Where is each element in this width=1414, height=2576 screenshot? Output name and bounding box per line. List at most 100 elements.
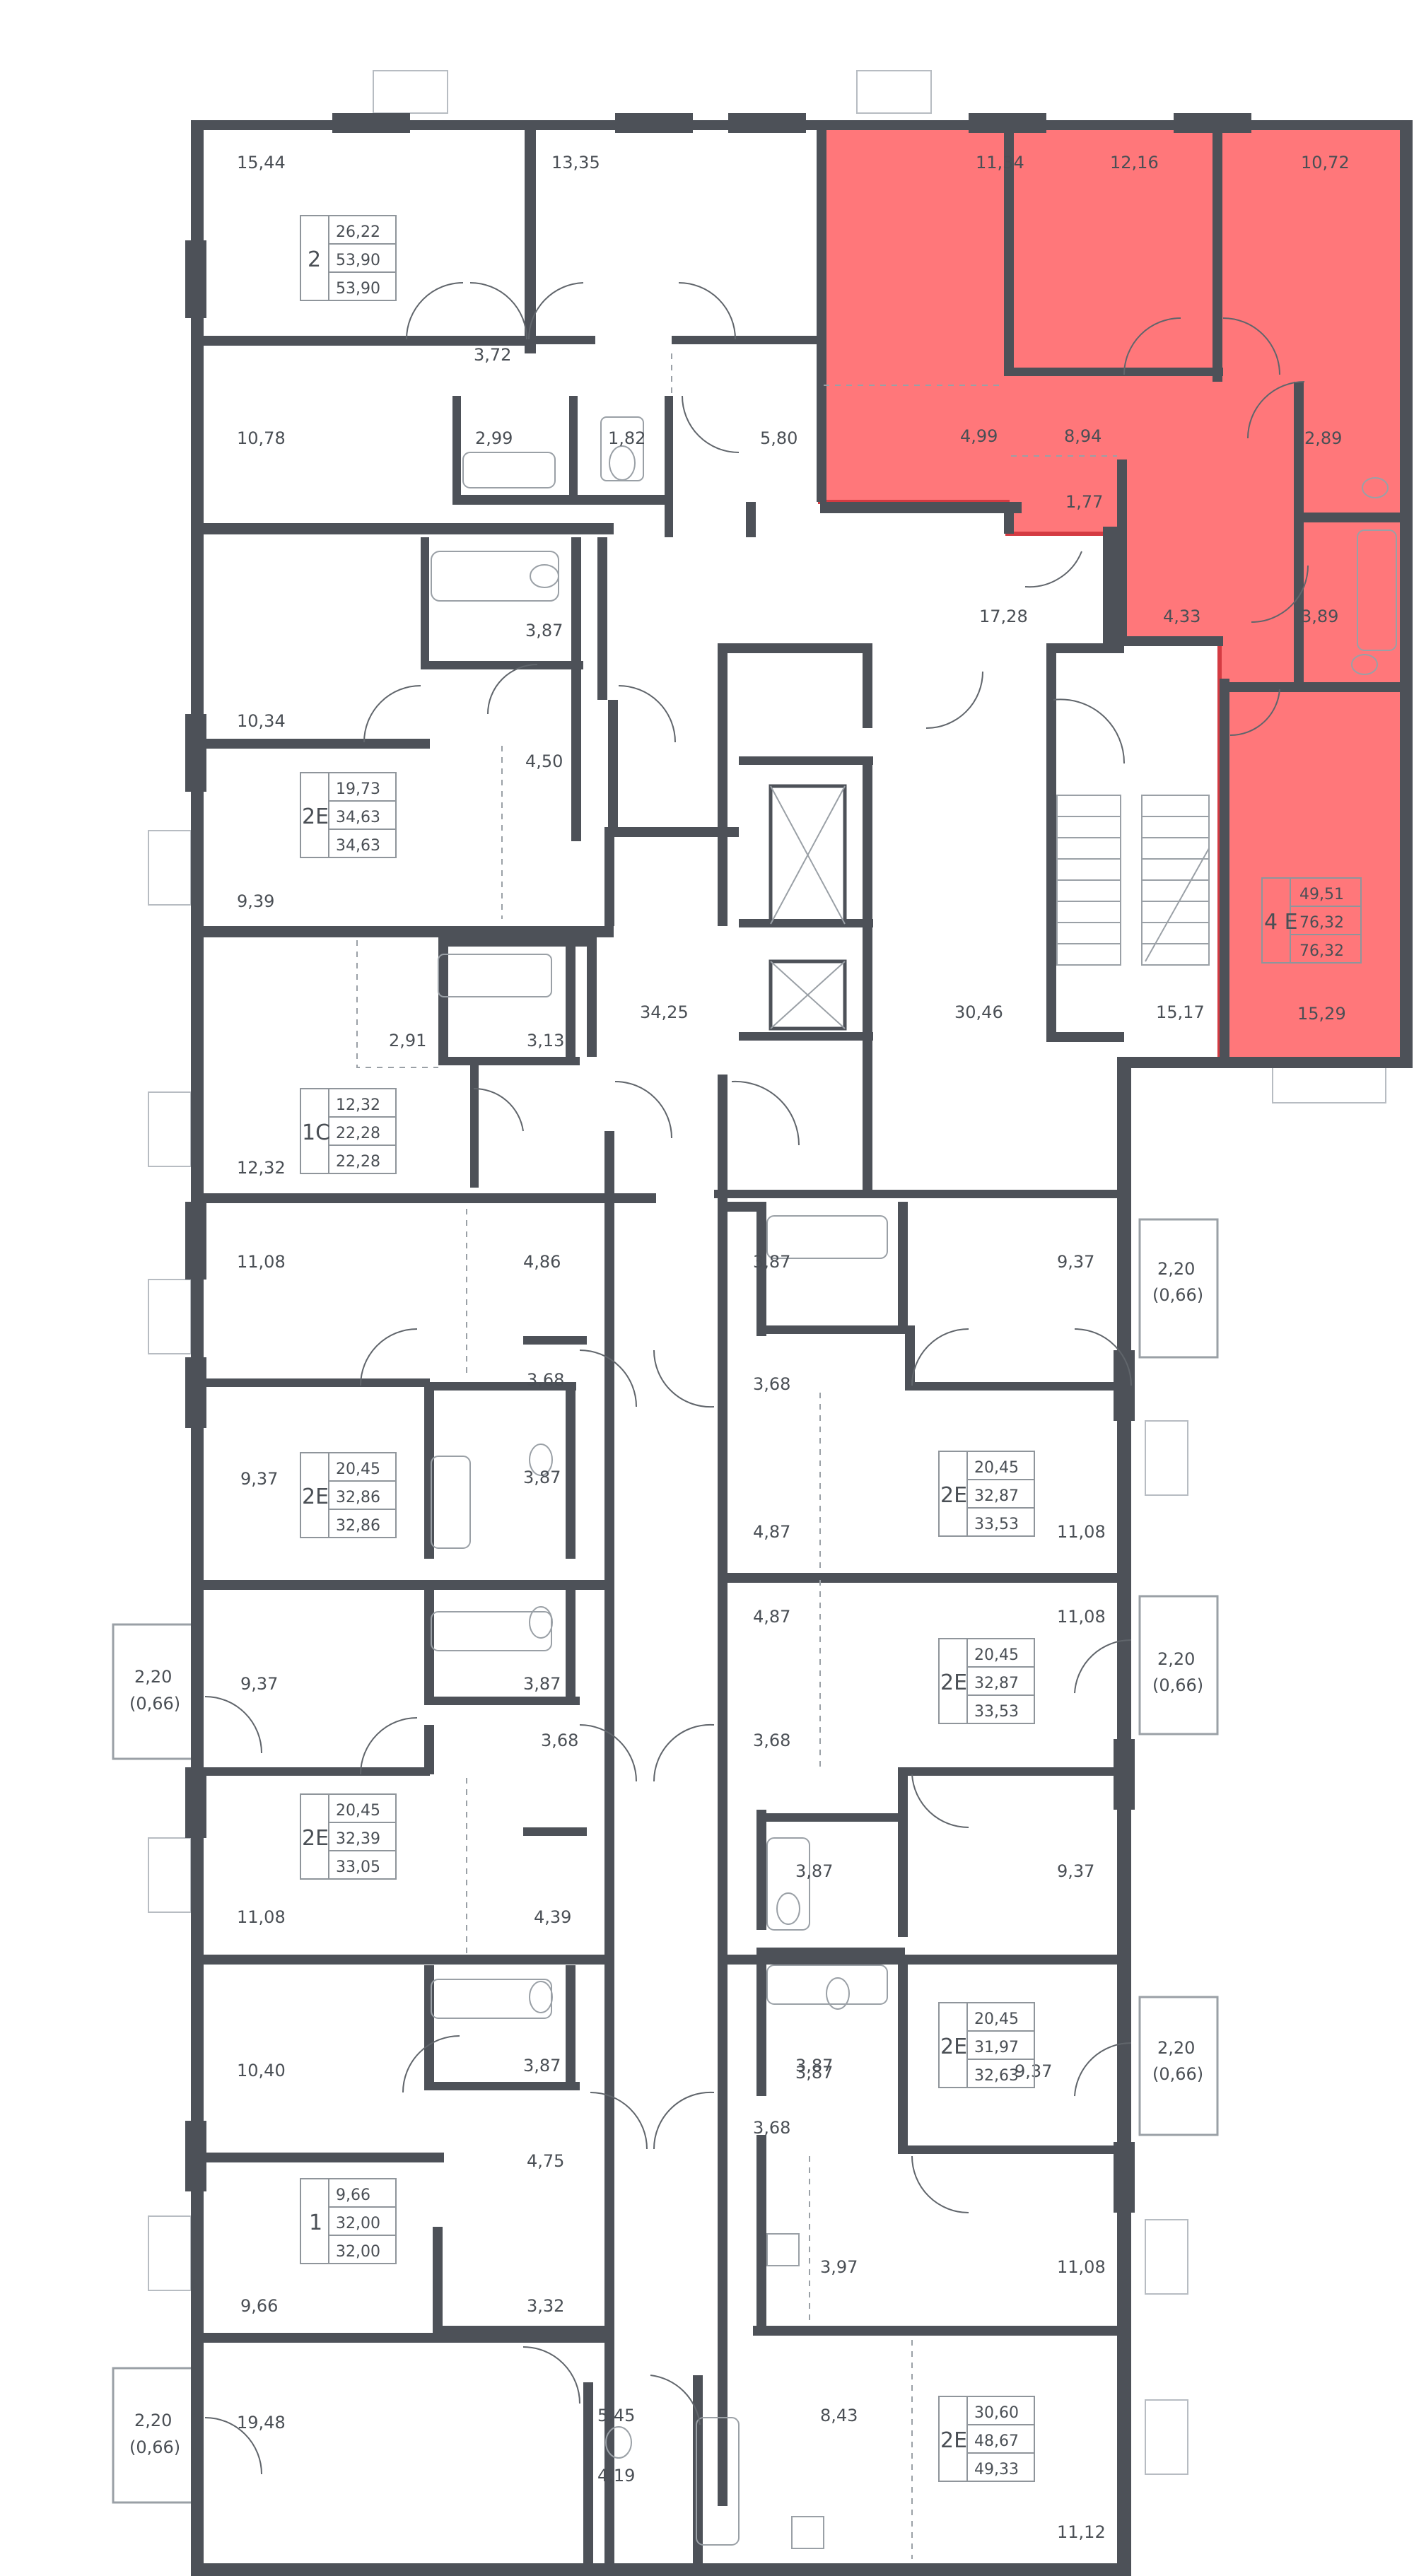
apartment-box-2e-left-b: [300, 1793, 397, 1880]
room-area: 9,39: [237, 891, 274, 911]
balcony-extra: (0,66): [129, 1694, 180, 1714]
room-area: 11,08: [1057, 1522, 1106, 1542]
apartment-total-area: 76,32: [1299, 914, 1344, 932]
apartment-total-area: 32,00: [336, 2215, 380, 2232]
room-area: 34,25: [640, 1002, 689, 1022]
room-area: 3,87: [795, 2063, 833, 2083]
apartment-info-text: 2 26,22 53,90 53,90 2E 19,73 34,63 34,63…: [302, 223, 1344, 2478]
room-area: 11,34: [976, 153, 1024, 172]
room-area: 3,87: [525, 621, 563, 640]
room-area: 3,87: [753, 1252, 790, 1272]
balcony-labels: 2,20 (0,66) 2,20 (0,66) 2,20 (0,66) 2,20…: [129, 1259, 1203, 2457]
apartment-box-4e: [1261, 877, 1362, 964]
room-labels: 15,44 13,35 11,34 12,16 10,72 3,72 10,78…: [237, 153, 1350, 2542]
apartment-total-area: 53,90: [336, 252, 380, 269]
room-area: 15,29: [1297, 1004, 1346, 1024]
apartment-type: 2: [308, 247, 321, 272]
room-area: 11,12: [1057, 2522, 1106, 2542]
apartment-type: 2E: [940, 2428, 967, 2453]
room-area: 3,87: [795, 2056, 833, 2076]
outer-walls: [185, 113, 1413, 2576]
balcony-area: 2,20: [134, 2411, 172, 2430]
apartment-living-area: 19,73: [336, 780, 380, 798]
elevator-shafts: [769, 784, 847, 1031]
apartment-total-area-balcony: 33,53: [974, 1516, 1019, 1533]
apartment-total-area: 22,28: [336, 1125, 380, 1142]
zone-lines: [356, 353, 1117, 2559]
apartment-type: 1C: [302, 1120, 330, 1145]
room-area: 11,08: [1057, 1607, 1106, 1627]
room-area: 9,37: [240, 1674, 278, 1694]
apartment-box-2e-right-a: [938, 1451, 1035, 1537]
apartment-total-area: 32,39: [336, 1830, 380, 1848]
room-area: 3,32: [527, 2296, 564, 2316]
apartment-living-area: 20,45: [336, 1802, 380, 1820]
apartment-type: 2E: [302, 1826, 329, 1851]
room-area: 3,68: [753, 2118, 790, 2138]
apartment-box-2e-right-d: [938, 2396, 1035, 2482]
room-area: 4,87: [753, 1607, 790, 1627]
room-area: 9,37: [240, 1469, 278, 1489]
apartment-living-area: 30,60: [974, 2404, 1019, 2422]
room-area: 13,35: [551, 153, 600, 172]
room-area: 4,19: [597, 2466, 635, 2486]
room-area: 4,33: [1163, 607, 1200, 626]
apartment-total-area: 32,87: [974, 1487, 1019, 1505]
room-area: 3,68: [541, 1731, 578, 1750]
room-area: 8,43: [820, 2406, 858, 2425]
room-area: 3,87: [523, 1674, 561, 1694]
balcony-extra: (0,66): [129, 2437, 180, 2457]
apartment-living-area: 49,51: [1299, 886, 1344, 903]
apartment-total-area: 32,86: [336, 1489, 380, 1506]
apartment-type: 2E: [940, 2035, 967, 2059]
room-area: 3,68: [753, 1374, 790, 1394]
apartment-total-area-balcony: 33,05: [336, 1858, 380, 1876]
room-area: 5,45: [597, 2406, 635, 2425]
apartment-type: 2E: [302, 804, 329, 829]
stairwell: [1056, 795, 1210, 966]
apartment-living-area: 9,66: [336, 2186, 370, 2204]
balcony-area: 2,20: [134, 1667, 172, 1687]
balcony-area: 2,20: [1157, 2038, 1195, 2058]
room-area: 11,08: [237, 1907, 286, 1927]
room-area: 4,87: [753, 1522, 790, 1542]
apartment-type: 1: [309, 2211, 322, 2235]
room-area: 2,89: [1304, 428, 1342, 448]
room-area: 4,99: [960, 426, 998, 446]
room-area: 3,68: [527, 1370, 564, 1390]
apartment-total-area-balcony: 76,32: [1299, 942, 1344, 960]
apartment-total-area-balcony: 34,63: [336, 837, 380, 855]
apartment-living-area: 20,45: [974, 1646, 1019, 1664]
apartment-info-boxes: [300, 215, 1362, 2482]
balcony-area: 2,20: [1157, 1649, 1195, 1669]
apartment-box-1c: [300, 1088, 397, 1174]
balcony-extra: (0,66): [1152, 2064, 1203, 2084]
apartment-total-area-balcony: 32,63: [974, 2067, 1019, 2085]
room-area: 10,78: [237, 428, 286, 448]
room-area: 3,13: [527, 1031, 564, 1050]
balcony-extra: (0,66): [1152, 1285, 1203, 1305]
room-area: 17,28: [979, 607, 1028, 626]
apartment-total-area: 31,97: [974, 2039, 1019, 2056]
room-area: 12,16: [1110, 153, 1159, 172]
room-area: 15,17: [1156, 1002, 1205, 1022]
apartment-type: 2E: [940, 1670, 967, 1695]
room-area: 3,87: [523, 2056, 561, 2076]
room-area: 3,87: [523, 1468, 561, 1487]
room-area: 10,40: [237, 2061, 286, 2080]
apartment-living-area: 12,32: [336, 1096, 380, 1114]
apartment-type: 2E: [302, 1485, 329, 1509]
balcony-area: 2,20: [1157, 1259, 1195, 1279]
apartment-living-area: 20,45: [336, 1460, 380, 1478]
apartment-type: 2E: [940, 1483, 967, 1508]
apartment-total-area-balcony: 53,90: [336, 280, 380, 298]
apartment-total-area-balcony: 33,53: [974, 1703, 1019, 1721]
room-area: 9,37: [1057, 1252, 1094, 1272]
apartment-living-area: 26,22: [336, 223, 380, 241]
balcony-frames: [112, 1218, 1219, 2504]
room-area: 9,66: [240, 2296, 278, 2316]
interior-walls: [204, 127, 1410, 2576]
apartment-box-2e-left-a: [300, 1452, 397, 1538]
apartment-box-2: [300, 215, 397, 301]
